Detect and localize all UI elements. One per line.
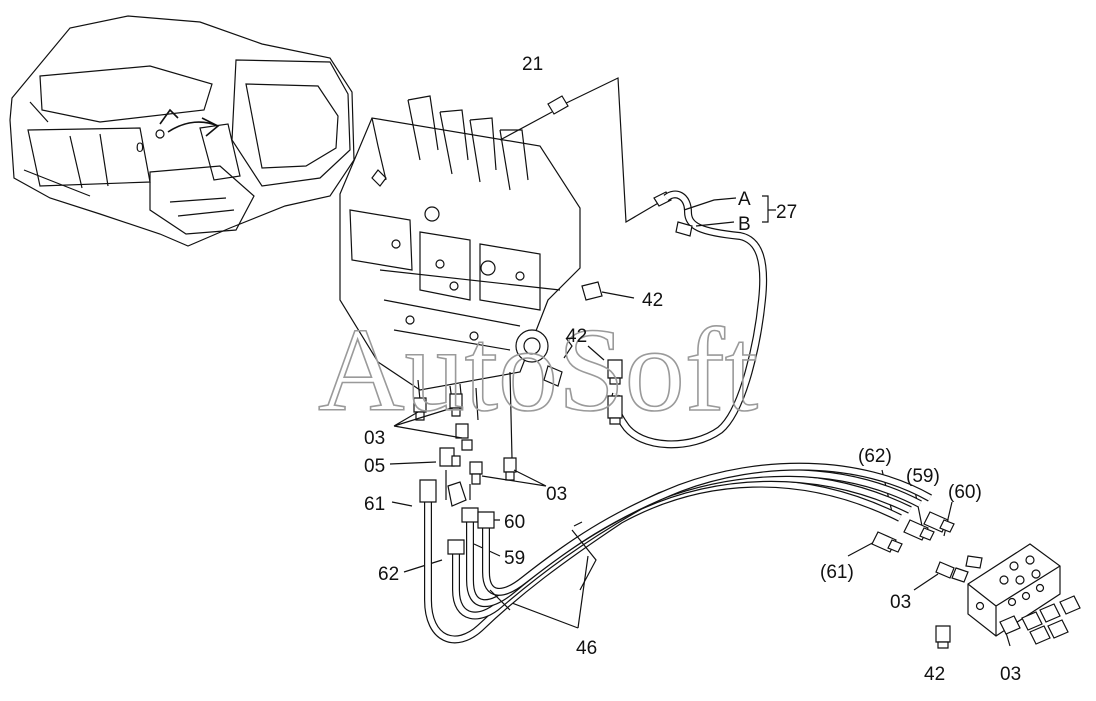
label-46: 46 — [576, 638, 597, 659]
label-42-middle: 42 — [566, 326, 587, 347]
overview-marker: 0 — [136, 139, 144, 155]
excavator-overview: 0 — [9, 15, 355, 247]
label-42-upper: 42 — [642, 290, 663, 311]
label-b: B — [738, 214, 751, 235]
label-03-left: 03 — [364, 428, 385, 449]
label-61: 61 — [364, 494, 385, 515]
pilot-hose — [499, 77, 776, 449]
label-21: 21 — [522, 54, 543, 75]
label-60-ref: (60) — [948, 482, 982, 503]
label-59-ref: (59) — [906, 466, 940, 487]
label-62-ref: (62) — [858, 446, 892, 467]
valve-fittings — [413, 393, 517, 507]
right-valve-block — [935, 543, 1081, 649]
fitting-42-group — [543, 281, 635, 387]
control-valve — [339, 95, 581, 459]
label-a: A — [738, 189, 751, 210]
label-59: 59 — [504, 548, 525, 569]
label-42-lower: 42 — [924, 664, 945, 685]
label-61-ref: (61) — [820, 562, 854, 583]
label-03-center: 03 — [546, 484, 567, 505]
label-27: 27 — [776, 202, 797, 223]
watermark-text: AutoSoft — [318, 303, 758, 436]
label-60: 60 — [504, 512, 525, 533]
main-hoses — [419, 462, 955, 644]
label-03-lower: 03 — [1000, 664, 1021, 685]
label-05: 05 — [364, 456, 385, 477]
label-03-right: 03 — [890, 592, 911, 613]
callout-labels: 21 A B 27 42 42 03 05 03 61 60 59 62 46 … — [364, 54, 1021, 685]
label-62: 62 — [378, 564, 399, 585]
